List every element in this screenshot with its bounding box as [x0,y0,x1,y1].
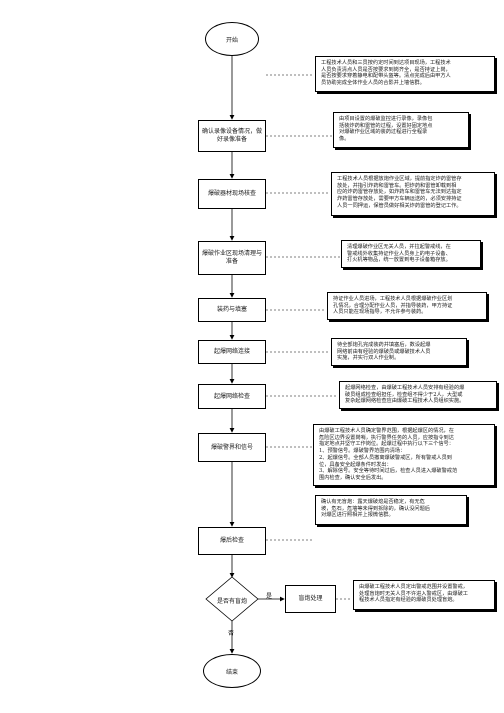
note-explosive-storage: 工程技术人员根据放炮作业区域，提前指定炸药雷管存 放处，并指引炸药和雷管车。把炸… [331,172,495,216]
start-node: 开始 [205,22,259,56]
note-line: 炸药雷管存放处，需要甲方车辆运送的，必须安排持证 [337,196,462,203]
decision-yes-label: 是 [266,593,273,600]
note-misfire-handling: 由爆破工程技术人员定出警戒范围并设置警戒， 处理盲炮时无关人员不许进入警戒区，由… [353,580,495,610]
note-line: 孔情况，合理分配作业人员，并指导装药，甲方持证 [333,302,453,309]
note-line: 对爆区进行照相并上报微信群。 [321,512,394,519]
note-line: 网络前由有经验的爆破员或爆破技术人员 [337,348,431,355]
step-explosive-check: 爆破器材现场核查 [198,179,266,209]
note-line: 打火机等物品，统一放置到电子设备箱存放。 [347,257,451,264]
step-recording-prep: 确认录像设备情况，做好录像准备 [198,120,266,152]
note-line: 持证作业人员进场，工程技术人员根据爆破作业区划 [333,296,453,302]
note-line: 指定地点并坚守工作岗位。起爆过程中执行以下三个信号： [319,441,454,448]
note-line: 实施，并实行双人作业制。 [337,355,400,362]
step-warning-signals: 爆破警界和信号 [198,433,266,462]
note-line: 工程技术人员和三员按约定时间到达项目现场，工程技术 [321,60,451,66]
note-line: 工程技术人员根据放炮作业区域，提前指定炸药雷管存 [337,176,462,182]
note-network-connection: 待全部炮孔完成装药并填塞后，数设起爆 网络前由有经验的爆破员或爆破技术人员 实施… [331,338,467,366]
note-line: 由项目设置的爆破监控进行录像，录像包 [339,116,433,122]
note-line: 2、起爆信号。全部人员撤离爆破警戒区，所有警戒人员到 [319,454,452,461]
note-line: 像。 [339,136,350,143]
note-line: 待全部炮孔完成装药并填塞后，数设起爆 [337,342,431,348]
end-node: 结束 [203,654,261,688]
note-line: 复杂起爆网络检查应由爆破工程技术人员组织实施。 [345,398,465,405]
note-line: 处理盲炮时无关人员不许进入警戒区，由爆破工 [359,590,468,597]
note-line: 由爆破工程技术人员定出警戒范围并设置警戒， [359,584,468,590]
note-line: 警戒线外收集持证作业人员身上的电子设备、 [347,250,451,257]
step-post-blast-check: 爆后检查 [198,527,266,555]
note-line: 放处，并指引炸药和雷管车。把炸药和雷管卸载到相 [337,182,457,189]
note-line: 程技术人员指定有经验的爆破员处理盲炮。 [359,597,458,604]
note-line: 人员负责清点人员是否按要求到岗齐全，是否持证上岗， [321,66,451,73]
note-recording: 由项目设置的爆破监控进行录像，录像包 括装炸药和雷管的过程，设置好固定地点 对爆… [333,112,469,148]
note-line: 对爆破作业区域的装药过程进行全程录 [339,129,428,136]
note-line: 员协助完成全体作业人员的合影并上墙信群。 [321,80,425,87]
decision-diamond [205,576,259,622]
step-network-connection: 起爆网络连接 [198,340,266,364]
step-misfire-handling: 盲炮处理 [285,585,336,613]
note-post-blast-check: 确认有无盲炮：露天爆破熄是否稳定，有无危 坡，危石，危墙等未得到拆除的，确认没问… [315,495,467,525]
decision-label: 是否有盲炮 [216,598,247,605]
note-line: 坡，危石，危墙等未得到拆除的，确认没问题后 [321,505,430,512]
note-personnel-check: 工程技术人员和三员按约定时间到达项目现场，工程技术 人员负责清点人员是否按要求到… [315,56,495,92]
decision-no-label: 否 [228,630,235,637]
note-line: 3、解除信号。安全等待时间过后，检查人员进入爆破警戒范 [319,468,458,475]
note-line: 确认有无盲炮：露天爆破熄是否稳定，有无危 [321,499,425,505]
note-line: 人员一同押运，保管员做好相关炸药雷管的登记工作。 [337,202,462,209]
note-charging: 持证作业人员进场，工程技术人员根据爆破作业区划 孔情况，合理分配作业人员，并指导… [327,292,487,320]
note-line: 由爆破工程技术人员确定警界范围，根据起爆区的情况，在 [319,428,454,434]
note-site-clearing: 清理爆破作业区无关人员，并拉起警戒线，在 警戒线外收集持证作业人员身上的电子设备… [341,240,481,268]
step-charging: 装药与填塞 [198,298,266,322]
note-line: 1、预警信号。爆破警界范围内清场： [319,448,406,455]
note-line: 是否按要求穿着静电和配带头盔等。清点完成后由甲方人 [321,73,451,80]
note-line: 括装炸药和雷管的过程，设置好固定地点 [339,122,433,129]
step-network-inspection: 起爆网络检查 [198,384,266,409]
note-line: 起爆网络检查，由爆破工程技术人员安排有经验的爆 [345,385,465,391]
note-line: 危险区边界设置岗哨，执行警界任务的人员，应按指令到达 [319,434,454,441]
note-line: 应的炸药雷管存放处，如炸药车和雷管车无法到达指定 [337,189,462,196]
note-network-inspection: 起爆网络检查，由爆破工程技术人员安排有经验的爆 破员组成检查组担任，检查组不得少… [339,381,497,409]
note-line: 人员只能在现场指导，不允许参与装药。 [333,309,427,316]
note-warning-signals: 由爆破工程技术人员确定警界范围，根据起爆区的情况，在 危险区边界设置岗哨，执行警… [313,424,495,486]
step-site-clearing: 爆破作业区现场清理与准备 [198,241,266,275]
note-line: 清理爆破作业区无关人员，并拉起警戒线，在 [347,244,451,250]
note-line: 破员组成检查组担任，检查组不得少于2人，大型或 [345,391,463,398]
note-line: 围内检查，确认安全后发出。 [319,474,387,481]
note-line: 位，具备安全起爆条件时发出： [319,461,392,468]
